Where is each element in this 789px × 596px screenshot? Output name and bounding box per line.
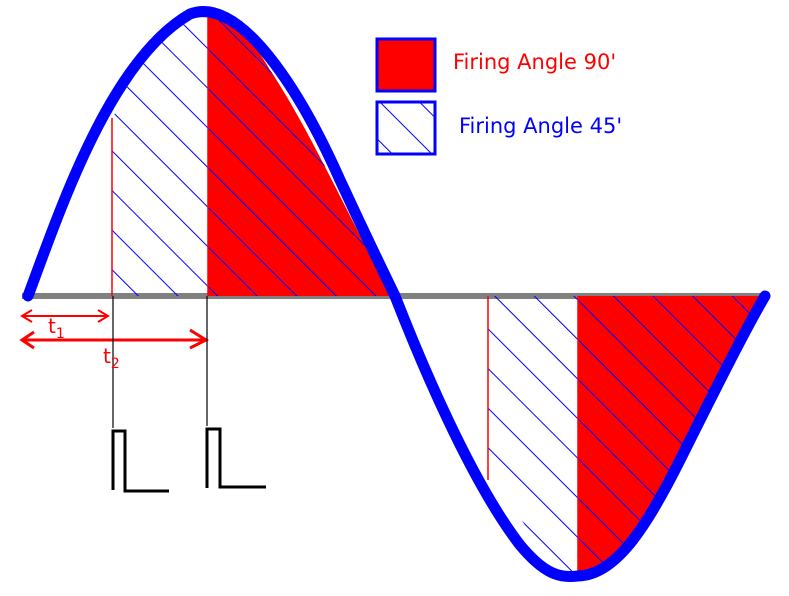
gate-pulse-45 [111, 429, 169, 493]
legend-swatch-90 [375, 37, 437, 93]
t2-arrow [19, 328, 210, 350]
t2-subscript: 2 [110, 356, 120, 372]
gate-pulse-90 [205, 427, 266, 489]
legend-label-90: Firing Angle 90' [453, 50, 617, 74]
t1-label: t1 [48, 314, 65, 342]
t2-text: t [103, 344, 111, 368]
legend-label-45: Firing Angle 45' [459, 114, 623, 138]
t1-subscript: 1 [55, 326, 65, 342]
legend-swatch-45 [375, 100, 437, 156]
t1-text: t [48, 314, 56, 338]
t2-label: t2 [103, 344, 120, 372]
sine-waveform [22, 6, 771, 582]
t1-arrow [20, 309, 110, 323]
